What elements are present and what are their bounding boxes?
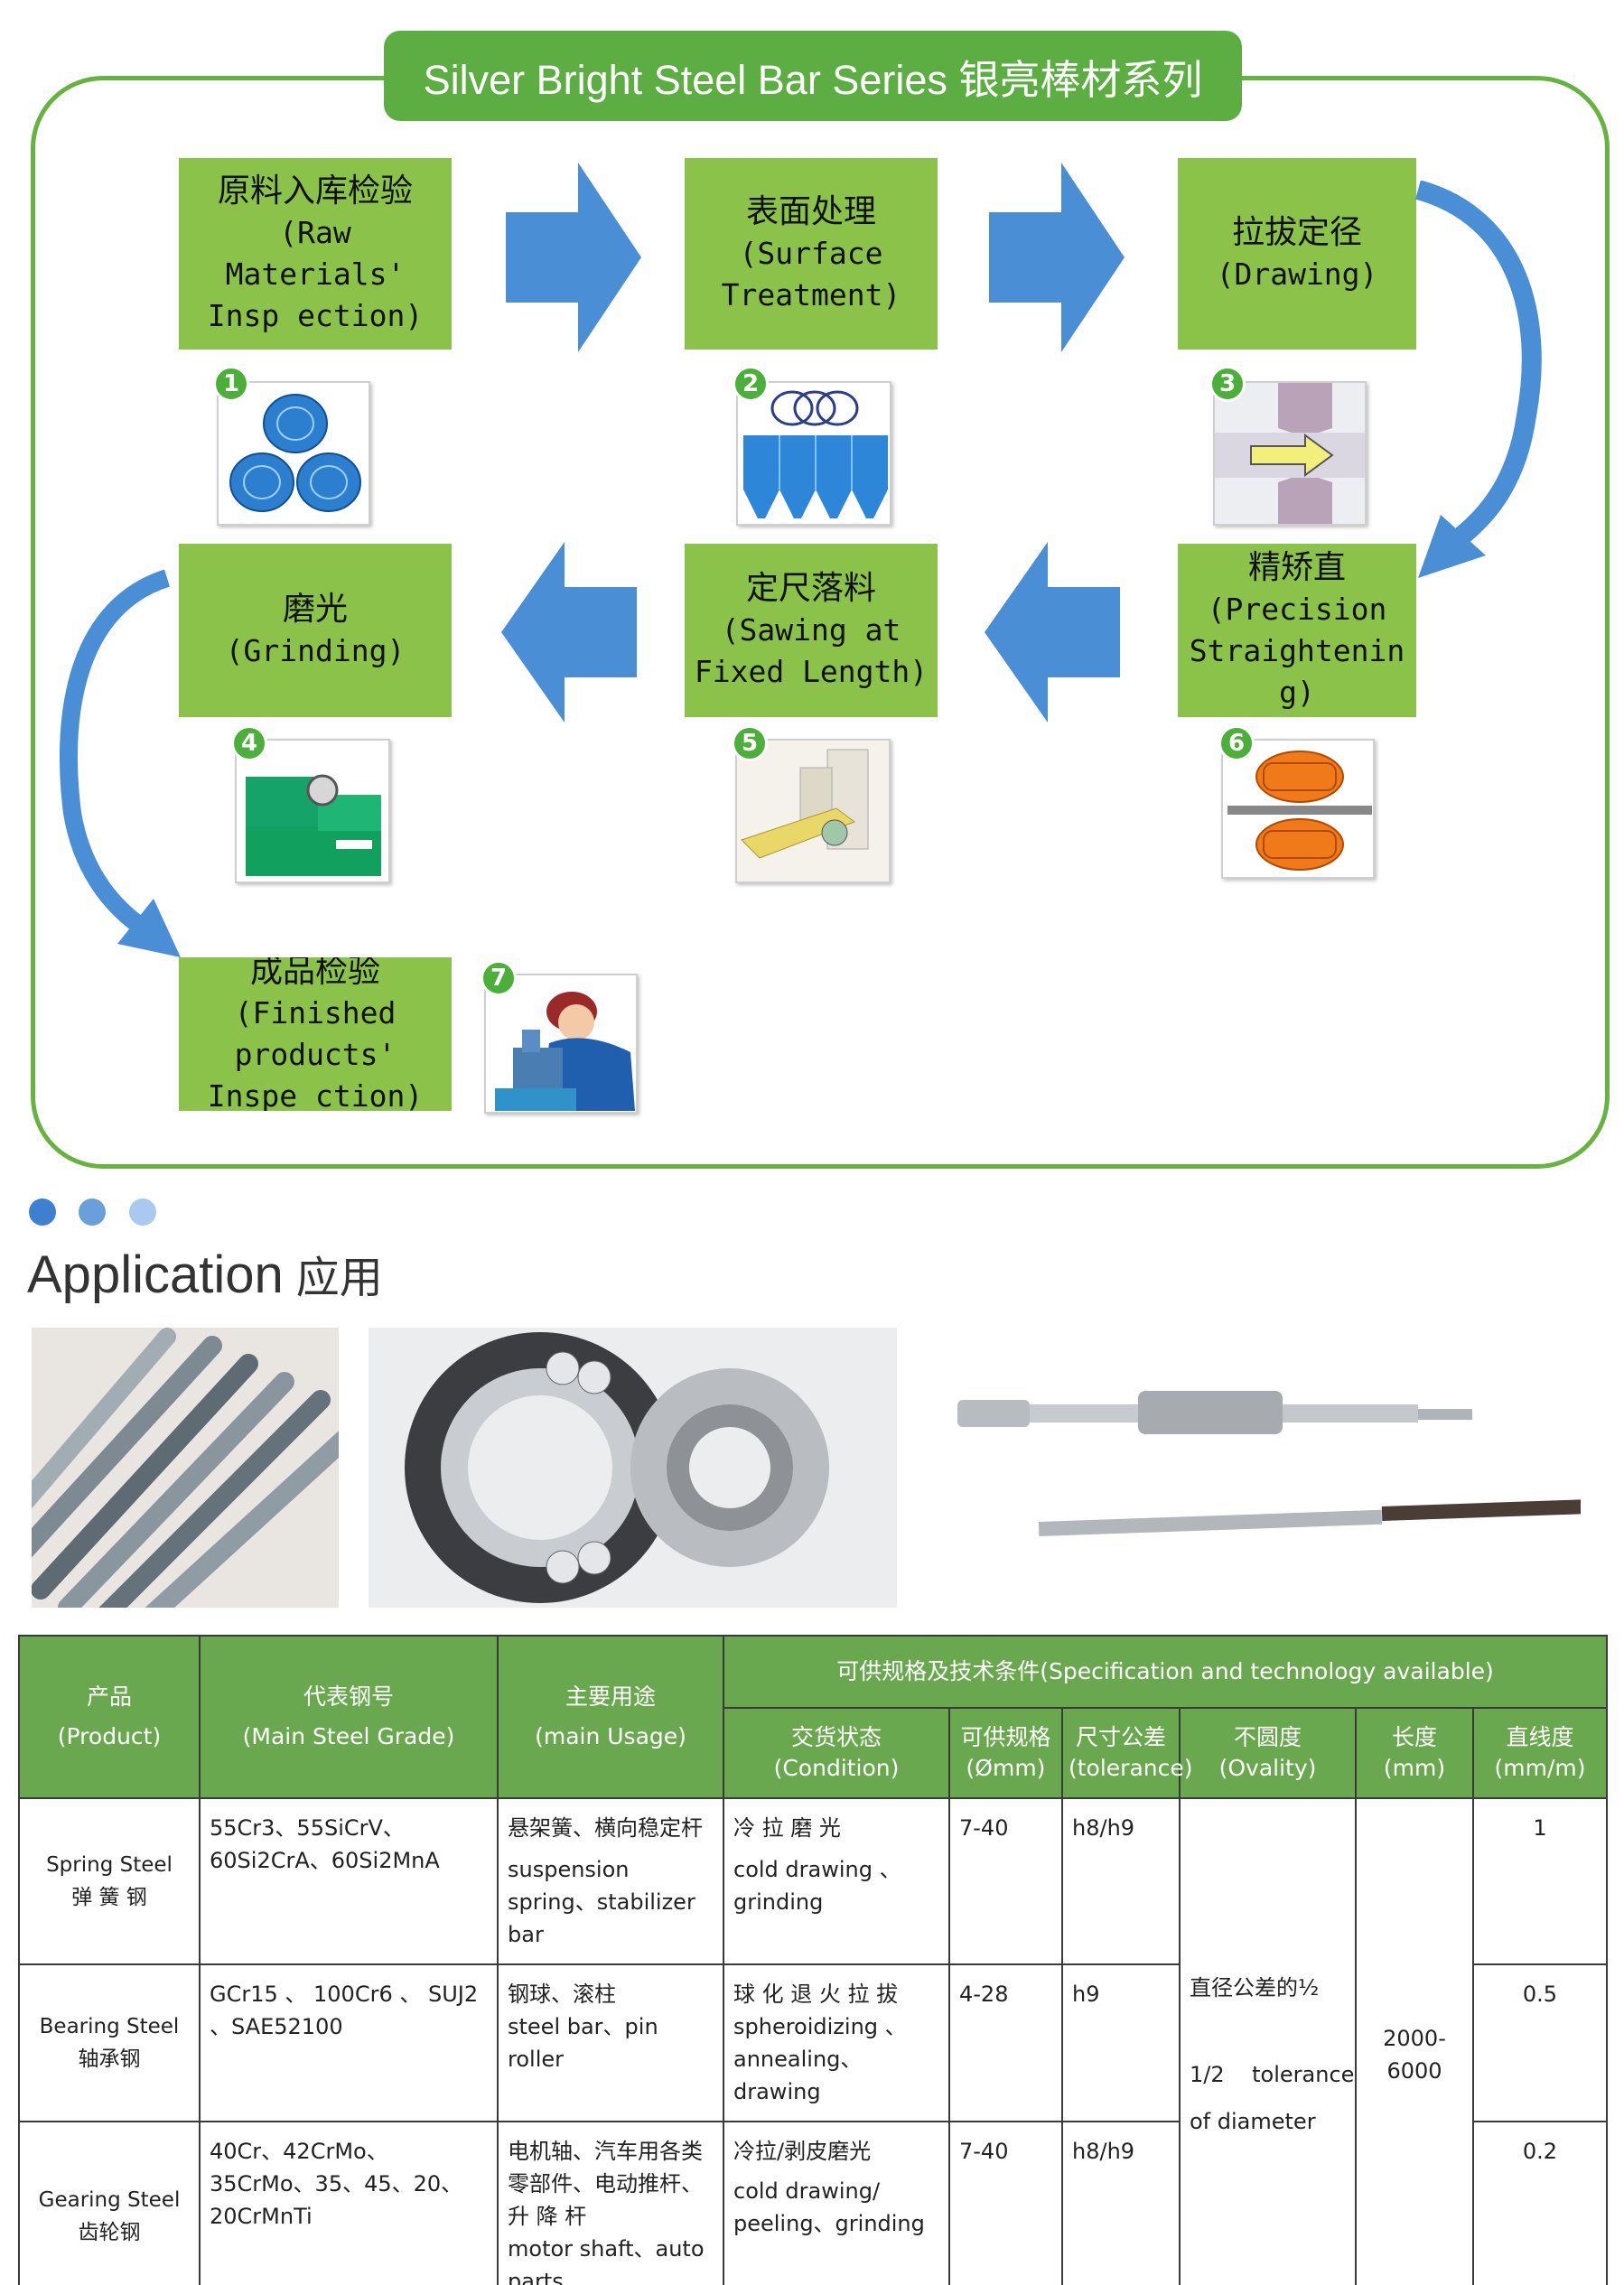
grade-cell: GCr15 、 100Cr6 、 SUJ2 、SAE52100 <box>199 1963 499 2122</box>
header-usage: 主要用途(main Usage) <box>497 1635 724 1799</box>
grinding-machine-image <box>235 739 390 883</box>
header-steel-grade: 代表钢号(Main Steel Grade) <box>199 1635 499 1799</box>
step-number-badge: 3 <box>1209 366 1246 402</box>
decorative-dot <box>29 1198 56 1226</box>
header-condition: 交货状态(Condition) <box>723 1707 950 1799</box>
step-precision-straightening: 精矫直 (Precision Straightenin g) <box>1178 544 1416 717</box>
step-label-en: (Sawing at Fixed Length) <box>694 612 929 689</box>
straightening-rollers-image <box>1221 739 1375 879</box>
step-label-cn: 定尺落料 <box>745 570 876 607</box>
step-label-cn: 精矫直 <box>1247 549 1346 586</box>
application-title-en: Application <box>27 1245 284 1304</box>
header-product: 产品(Product) <box>18 1635 201 1799</box>
step-number-badge: 6 <box>1218 725 1255 761</box>
decorative-dot <box>79 1198 106 1226</box>
size-cell: 4-28 <box>948 1963 1063 2122</box>
step-label-cn: 磨光 <box>282 591 348 628</box>
length-cell: 2000-6000 <box>1355 1797 1474 2285</box>
step-label-cn: 表面处理 <box>745 193 876 230</box>
tolerance-cell: h8/h9 <box>1061 2121 1181 2285</box>
step-label-en: (Finished products' Inspe ction) <box>207 995 424 1111</box>
steel-bars-photo <box>32 1328 339 1608</box>
specification-table: 产品(Product) 代表钢号(Main Steel Grade) 主要用途(… <box>18 1635 1608 2285</box>
step-grinding: 磨光 (Grinding) <box>179 544 452 717</box>
step-number-badge: 1 <box>213 366 249 402</box>
step-label-en: (Drawing) <box>1216 256 1378 292</box>
tolerance-cell: h8/h9 <box>1061 1797 1181 1965</box>
grade-cell: 40Cr、42CrMo、35CrMo、35、45、20、20CrMnTi <box>199 2121 499 2285</box>
step-sawing-fixed-length: 定尺落料 (Sawing at Fixed Length) <box>685 544 938 717</box>
step-finished-products-inspection: 成品检验 (Finished products' Inspe ction) <box>179 957 452 1111</box>
header-length: 长度(mm) <box>1355 1707 1474 1799</box>
step-label-cn: 原料入库检验 <box>217 173 413 210</box>
step-number-badge: 7 <box>481 960 517 996</box>
drawing-die-image <box>1213 381 1367 526</box>
size-cell: 7-40 <box>948 1797 1063 1965</box>
header-straightness: 直线度(mm/m) <box>1472 1707 1608 1799</box>
step-label-en: (Grinding) <box>225 633 406 668</box>
tolerance-cell: h9 <box>1061 1963 1181 2122</box>
sawing-machine-image <box>735 739 891 883</box>
step-label-cn: 拉拔定径 <box>1231 214 1362 251</box>
straightness-cell: 1 <box>1472 1797 1608 1965</box>
step-number-badge: 2 <box>733 366 769 402</box>
raw-materials-coils-image <box>217 381 370 526</box>
decorative-dot <box>129 1198 156 1226</box>
arrow-left-icon <box>985 542 1120 723</box>
shafts-photo <box>948 1355 1581 1572</box>
size-cell: 7-40 <box>948 2121 1063 2285</box>
curved-arrow-down-icon <box>1414 181 1542 578</box>
ovality-cell: 直径公差的½ 1/2 tolerance of diameter <box>1179 1797 1357 2285</box>
process-title: Silver Bright Steel Bar Series 银亮棒材系列 <box>384 31 1242 121</box>
curved-arrow-down-icon <box>60 569 181 957</box>
surface-treatment-tanks-image <box>736 381 891 526</box>
step-drawing: 拉拔定径 (Drawing) <box>1178 158 1416 350</box>
step-label-en: (Precision Straightenin g) <box>1189 592 1405 710</box>
arrow-right-icon <box>989 163 1125 352</box>
header-specification-group: 可供规格及技术条件(Specification and technology a… <box>723 1635 1608 1709</box>
inspector-microscope-image <box>484 974 638 1114</box>
header-ovality: 不圆度(Ovality) <box>1179 1707 1357 1799</box>
step-raw-materials-inspection: 原料入库检验 (Raw Materials' Insp ection) <box>179 158 452 350</box>
step-surface-treatment: 表面处理 (Surface Treatment) <box>685 158 938 350</box>
grade-cell: 55Cr3、55SiCrV、60Si2CrA、60Si2MnA <box>199 1797 499 1965</box>
straightness-cell: 0.2 <box>1472 2121 1608 2285</box>
step-label-en: (Raw Materials' Insp ection) <box>207 215 424 333</box>
bearing-photo <box>369 1328 897 1608</box>
arrow-right-icon <box>506 163 641 352</box>
header-tolerance: 尺寸公差(tolerance) <box>1061 1707 1193 1799</box>
step-label-en: (Surface Treatment) <box>721 236 901 312</box>
step-label-cn: 成品检验 <box>249 957 380 990</box>
straightness-cell: 0.5 <box>1472 1963 1608 2122</box>
step-number-badge: 4 <box>231 725 267 761</box>
header-size: 可供规格(Ømm) <box>948 1707 1063 1799</box>
step-number-badge: 5 <box>732 725 768 761</box>
application-title-cn: 应用 <box>295 1253 383 1303</box>
arrow-left-icon <box>501 542 637 723</box>
